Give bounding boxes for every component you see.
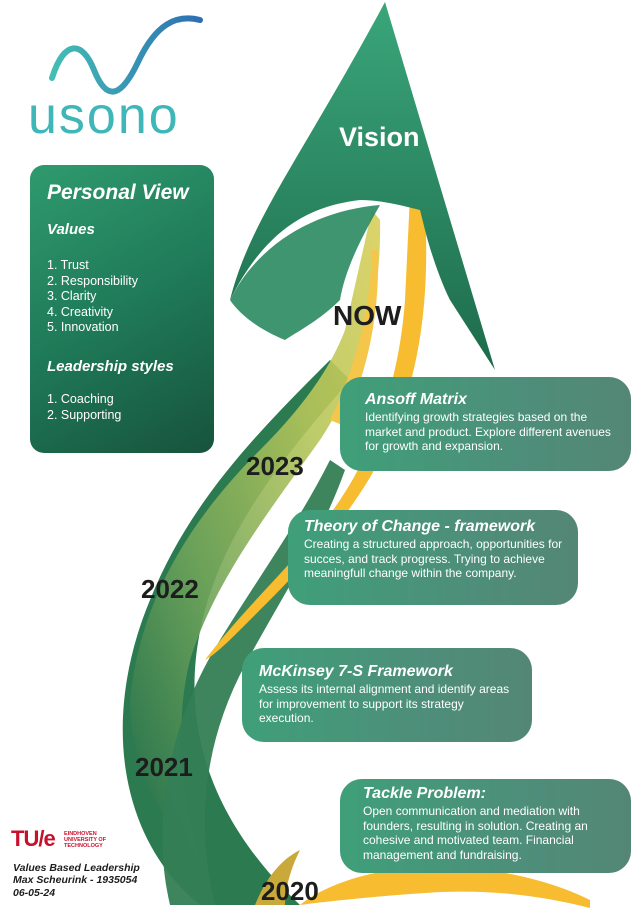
milestone-body: Identifying growth strategies based on t… <box>365 410 611 453</box>
tue-mark: TU/e <box>11 826 56 851</box>
leadership-list-item: 2. Supporting <box>47 407 122 422</box>
values-list-item: 3. Clarity <box>47 289 97 304</box>
milestone-card-tackle-problem: Tackle Problem: Open communication and m… <box>340 779 631 873</box>
footer-info: Values Based Leadership Max Scheurink - … <box>13 862 140 899</box>
milestone-title: Tackle Problem: <box>363 785 487 802</box>
values-list-item: 5. Innovation <box>47 320 119 335</box>
year-label-2022: 2022 <box>141 574 199 604</box>
yellow-ribbon-lower-shape <box>300 866 590 908</box>
vision-arrow-head-shape <box>230 2 495 370</box>
milestone-body: Assess its internal alignment and identi… <box>259 682 510 725</box>
values-list-item: 1. Trust <box>47 258 89 272</box>
values-list-item: 4. Creativity <box>47 304 113 319</box>
vision-label: Vision <box>339 122 420 152</box>
values-list-item: 2. Responsibility <box>47 273 139 288</box>
tue-logo: TU/e EINDHOVEN UNIVERSITY OF TECHNOLOGY <box>11 826 106 851</box>
footer-date: 06-05-24 <box>13 886 56 899</box>
gold-accent-shape <box>255 850 300 905</box>
now-label: NOW <box>333 300 402 331</box>
light-green-swoosh-shape <box>130 210 381 860</box>
leadership-list-item: 1. Coaching <box>47 391 114 406</box>
year-label-2020: 2020 <box>261 876 319 906</box>
milestone-card-theory-of-change: Theory of Change - framework Creating a … <box>288 510 578 605</box>
milestone-title: Theory of Change - framework <box>304 518 536 535</box>
values-heading: Values <box>47 221 95 238</box>
milestone-body: Creating a structured approach, opportun… <box>304 537 563 580</box>
leadership-list: 1. Coaching 2. Supporting <box>47 392 198 423</box>
values-list: 1. Trust 2. Responsibility 3. Clarity 4.… <box>47 258 198 336</box>
tue-name: EINDHOVEN UNIVERSITY OF TECHNOLOGY <box>64 831 107 849</box>
logo-wave-icon <box>49 15 203 95</box>
year-label-2023: 2023 <box>246 451 304 481</box>
leadership-heading: Leadership styles <box>47 357 174 375</box>
milestone-card-mckinsey: McKinsey 7-S Framework Assess its intern… <box>242 648 532 742</box>
milestone-title: McKinsey 7-S Framework <box>259 663 453 680</box>
milestone-body: Open communication and mediation with fo… <box>363 804 588 862</box>
year-label-2021: 2021 <box>135 752 193 782</box>
arrow-shaft-shape <box>230 205 380 340</box>
milestone-title: Ansoff Matrix <box>365 391 467 408</box>
usono-logo: usono <box>28 90 180 142</box>
footer-author: Max Scheurink - 1935054 <box>13 874 138 887</box>
inner-green-ribbon-shape <box>162 460 345 905</box>
logo-wordmark: usono <box>28 87 180 145</box>
personal-view-title: Personal View <box>47 181 189 204</box>
milestone-card-ansoff: Ansoff Matrix Identifying growth strateg… <box>340 377 631 471</box>
personal-view-panel: Personal View Values 1. Trust 2. Respons… <box>30 165 214 453</box>
footer-course: Values Based Leadership <box>13 862 140 874</box>
